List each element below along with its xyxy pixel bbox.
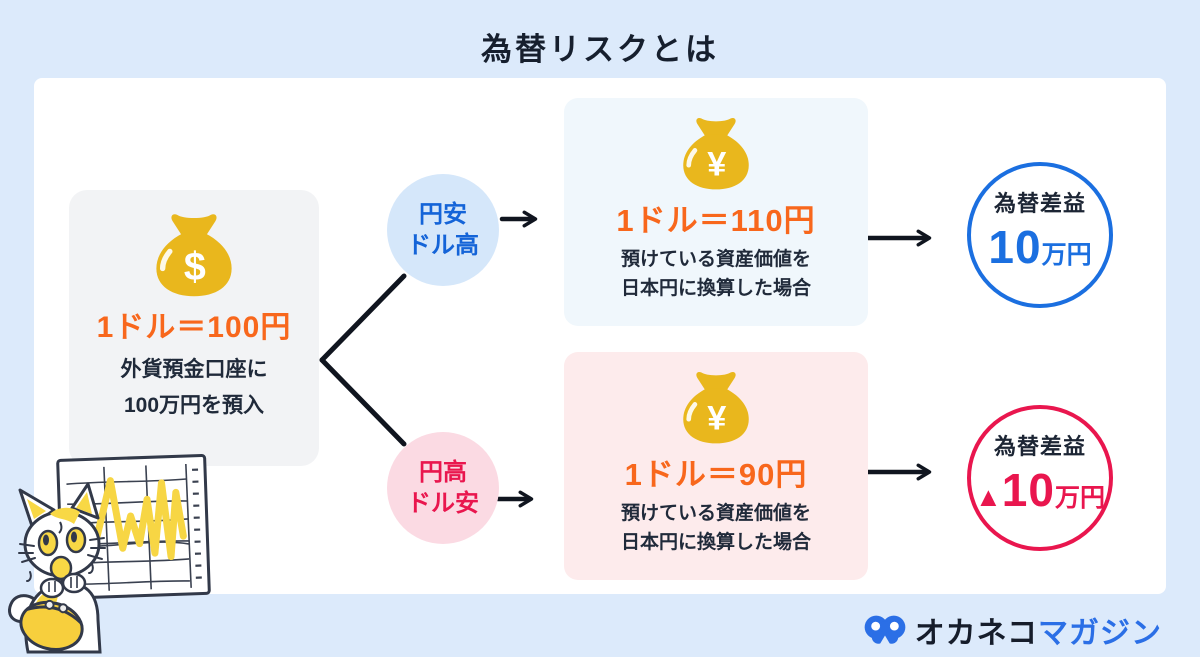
yen-symbol: ¥ [707, 399, 726, 437]
start-description: 外貨預金口座に 100万円を預入 [120, 358, 268, 417]
start-rate-text: 1ドル＝100円 [96, 311, 292, 344]
logo-wordmark: オカネコマガジン [914, 617, 1162, 650]
scenario-rate-90: 1ドル＝90円 [624, 457, 808, 492]
money-bag-yen-icon: ¥ [683, 371, 749, 444]
result-label: 為替差益 [993, 191, 1086, 216]
scenario-rate-110: 1ドル＝110円 [616, 203, 816, 238]
okaneko-magazine-logo: オカネコマガジン [864, 608, 1162, 652]
okaneko-cat-mask-icon [864, 615, 905, 645]
money-bag-yen-icon: ¥ [683, 117, 749, 190]
branch-circle-yen-strong: 円高 ドル安 [387, 432, 499, 544]
yen-symbol: ¥ [707, 145, 726, 183]
scenario-box-90yen: ¥ 1ドル＝90円 預けている資産価値を 日本円に換算した場合 [564, 352, 868, 580]
start-deposit-box: $ 1ドル＝100円 外貨預金口座に 100万円を預入 [69, 190, 319, 466]
scenario-box-110yen: ¥ 1ドル＝110円 預けている資産価値を 日本円に換算した場合 [564, 98, 868, 326]
result-label: 為替差益 [993, 434, 1086, 459]
loss-triangle-mark: ▲ [975, 482, 1002, 512]
branch-circle-yen-weak: 円安 ドル高 [387, 174, 499, 286]
money-bag-dollar-icon: $ [156, 214, 232, 297]
scenario-description: 預けている資産価値を 日本円に換算した場合 [620, 503, 811, 553]
worried-cat-chart-illustration [8, 453, 211, 654]
page-title: 為替リスクとは [481, 32, 719, 67]
scenario-description: 預けている資産価値を 日本円に換算した場合 [620, 249, 811, 299]
dollar-symbol: $ [184, 245, 206, 289]
